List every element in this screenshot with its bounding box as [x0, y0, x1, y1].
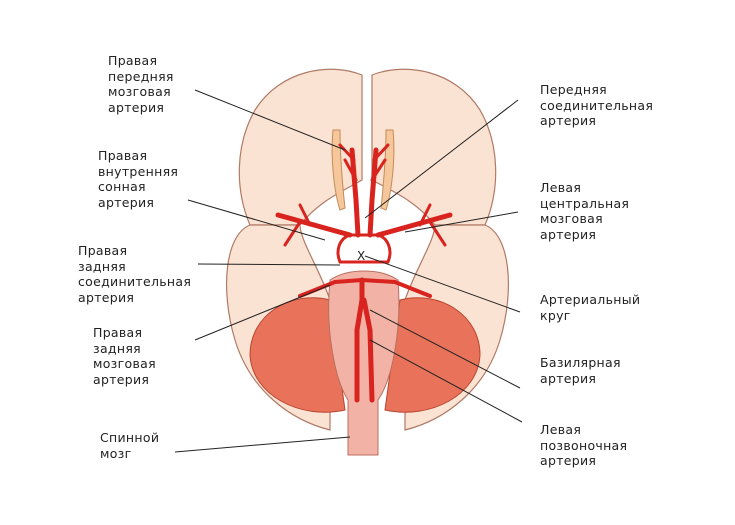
- cerebellum: [249, 297, 481, 413]
- circle-marker: X: [357, 249, 366, 263]
- label-arterial-circle: Артериальный круг: [540, 292, 641, 323]
- arteries: [275, 143, 453, 403]
- label-right-anterior-cerebral-artery: Правая передняя мозговая артерия: [108, 53, 174, 115]
- label-right-internal-carotid-artery: Правая внутренняя сонная артерия: [98, 148, 179, 210]
- label-left-middle-cerebral-artery: Левая центральная мозговая артерия: [540, 180, 630, 242]
- leader-lines: [174, 89, 523, 453]
- label-left-vertebral-artery: Левая позвоночная артерия: [540, 422, 628, 468]
- label-anterior-communicating-artery: Передняя соединительная артерия: [540, 82, 654, 128]
- label-spinal-cord: Спинной мозг: [100, 430, 160, 461]
- label-basilar-artery: Базилярная артерия: [540, 355, 621, 386]
- label-right-posterior-cerebral-artery: Правая задняя мозговая артерия: [93, 325, 156, 387]
- brainstem: [328, 270, 400, 456]
- label-right-posterior-communicating-artery: Правая задняя соединительная артерия: [78, 243, 192, 305]
